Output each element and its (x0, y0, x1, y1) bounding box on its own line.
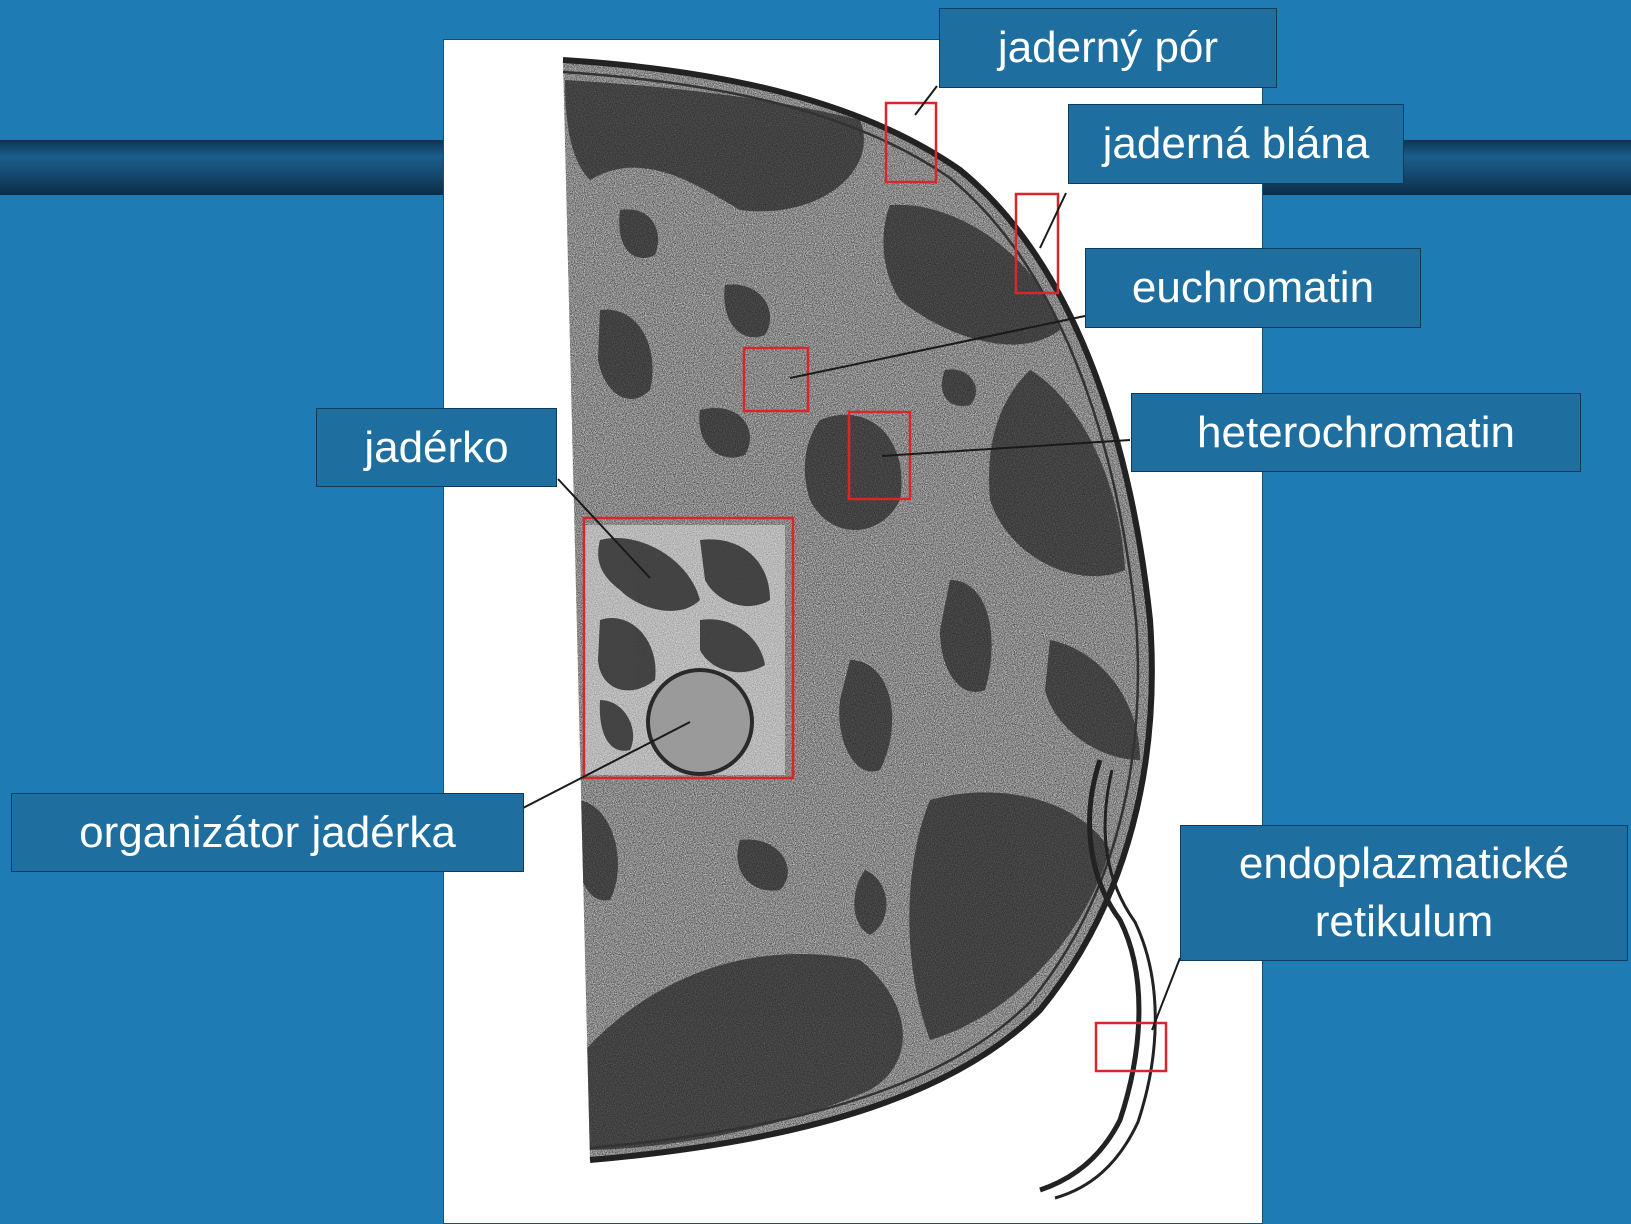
label-nuclear-envelope: jaderná blána (1068, 104, 1404, 184)
label-euchromatin: euchromatin (1085, 248, 1421, 328)
nucleolus (585, 525, 785, 775)
label-heterochromatin: heterochromatin (1131, 393, 1581, 472)
er-label-line-1: endoplazmatické (1239, 835, 1569, 893)
label-nucleolus: jadérko (316, 408, 557, 487)
er-leader-line (1152, 958, 1180, 1030)
nucleus (560, 55, 1160, 1165)
label-nucleolus-organizer: organizátor jadérka (11, 793, 524, 872)
er-label-line-2: retikulum (1315, 893, 1494, 951)
label-nuclear-pore: jaderný pór (939, 8, 1277, 88)
label-endoplasmic-reticulum: endoplazmatické retikulum (1180, 825, 1628, 961)
envelope-leader-line (1040, 193, 1066, 248)
pore-leader-line (915, 86, 937, 115)
